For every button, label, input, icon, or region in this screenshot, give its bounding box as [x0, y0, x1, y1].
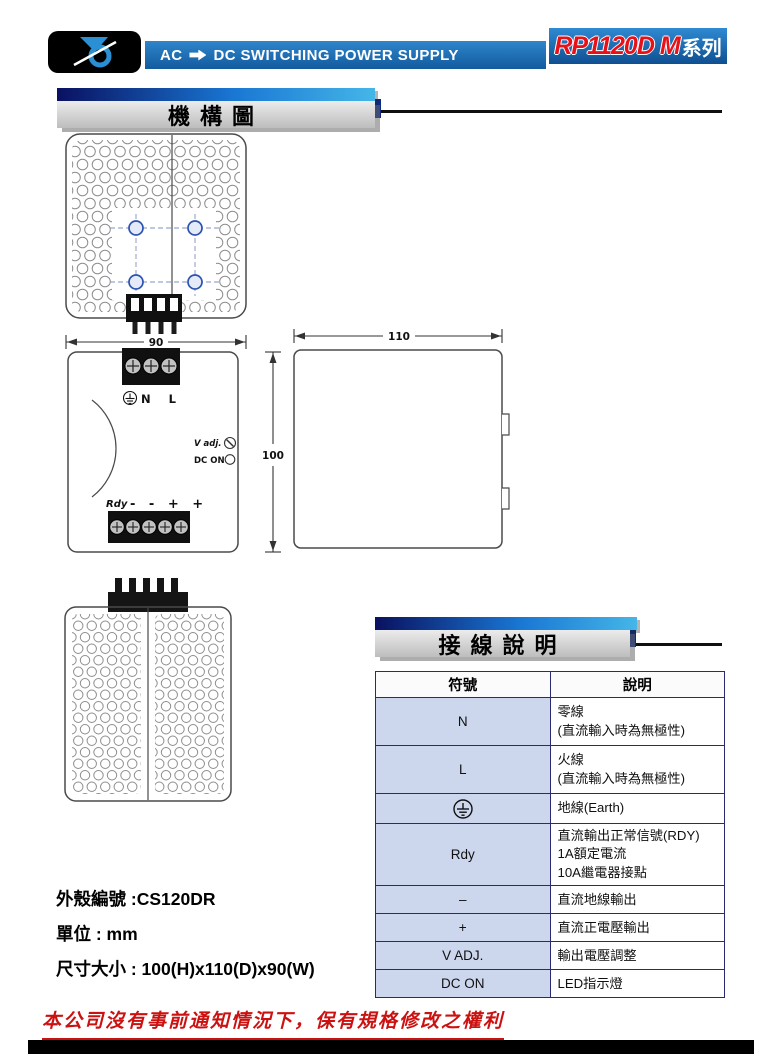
dcon-led-icon [224, 454, 236, 465]
description-cell: 火線 (直流輸入時為無極性) [549, 745, 725, 794]
unit-label: 單位 : mm [56, 924, 138, 944]
table-row-earth: 地線(Earth) [375, 793, 725, 824]
mounting-holes [128, 220, 203, 290]
table-row-l: L 火線 (直流輸入時為無極性) [375, 745, 725, 794]
width-dimension-label: 90 [149, 337, 164, 349]
top-view-drawing: 90 [65, 133, 247, 349]
symbol-cell: V ADJ. [375, 941, 551, 971]
company-logo [48, 31, 141, 73]
input-terminal-label: N L [141, 392, 183, 406]
depth-dimension-label: 110 [388, 331, 410, 343]
section-accent-bar [57, 88, 375, 101]
symbol-cell: + [375, 913, 551, 943]
wiring-table: 符號 說明 N 零線 (直流輸入時為無極性) L 火線 (直流輸入時為無極性) [375, 671, 725, 999]
height-dimension [265, 351, 281, 553]
dimensions-label: 尺寸大小 : 100(H)x110(D)x90(W) [56, 959, 315, 979]
vent-holes-left [72, 614, 141, 794]
bottom-view-drawing [64, 578, 232, 802]
vent-holes-right [155, 614, 224, 794]
divider-line [632, 643, 722, 646]
section-title-mechanism: 機構圖 [57, 101, 375, 129]
vadj-pot-icon [223, 436, 237, 450]
table-row-n: N 零線 (直流輸入時為無極性) [375, 697, 725, 746]
table-row-plus: + 直流正電壓輸出 [375, 913, 725, 943]
height-dimension-label: 100 [262, 450, 284, 462]
section-wiring-banner: 接線說明 [375, 617, 637, 658]
table-header-row: 符號 說明 [375, 671, 725, 698]
description-cell: 地線(Earth) [549, 793, 725, 824]
dcon-label: DC ON [194, 456, 225, 466]
symbol-cell: DC ON [375, 969, 551, 999]
column-header-description: 說明 [549, 671, 725, 698]
earth-icon [453, 798, 473, 819]
bottom-bar [28, 1040, 754, 1054]
table-row-rdy: Rdy 直流輸出正常信號(RDY) 1A額定電流 10A繼電器接點 [375, 822, 725, 887]
depth-dimension [293, 329, 503, 343]
table-row-vadj: V ADJ. 輸出電壓調整 [375, 941, 725, 971]
rdy-label: Rdy [106, 499, 128, 510]
internal-circle-outline [91, 399, 117, 498]
symbol-cell-earth [375, 793, 551, 824]
width-dimension [65, 335, 247, 349]
section-mechanism-banner: 機構圖 [57, 88, 381, 129]
symbol-cell: – [375, 885, 551, 915]
model-series-label: 系列 [681, 37, 722, 60]
earth-icon [122, 390, 138, 406]
input-terminal-block [122, 348, 180, 385]
model-number: RP1120D M [554, 31, 680, 60]
description-cell: 直流正電壓輸出 [549, 913, 725, 943]
right-arrow-icon [189, 49, 207, 61]
disclaimer-text: 本公司沒有事前通知情況下，保有規格修改之權利 [42, 1006, 505, 1040]
description-cell: LED指示燈 [549, 969, 725, 999]
description-cell: 輸出電壓調整 [549, 941, 725, 971]
table-row-minus: – 直流地線輸出 [375, 885, 725, 915]
terminal-connector [126, 294, 182, 334]
banner-text-right: DC SWITCHING POWER SUPPLY [213, 46, 459, 64]
symbol-cell: Rdy [375, 822, 551, 887]
front-view-drawing: N L V adj. DC ON Rdy - - + + [67, 348, 284, 553]
logo-d-icon [72, 37, 117, 68]
divider-line [374, 110, 722, 113]
side-view-drawing: 110 [293, 329, 510, 549]
table-row-dcon: DC ON LED指示燈 [375, 969, 725, 999]
header-banner: AC DC SWITCHING POWER SUPPLY [145, 41, 546, 69]
section-title-wiring: 接線說明 [375, 630, 630, 658]
description-cell: 直流輸出正常信號(RDY) 1A額定電流 10A繼電器接點 [549, 822, 725, 887]
bottom-case-outline [64, 606, 232, 802]
side-case-outline [293, 349, 503, 549]
description-cell: 零線 (直流輸入時為無極性) [549, 697, 725, 746]
model-badge: RP1120D M 系列 [549, 28, 727, 64]
din-rail-clips [502, 413, 510, 510]
section-accent-bar [375, 617, 637, 630]
polarity-labels: - - + + [130, 497, 208, 512]
banner-text-left: AC [160, 46, 183, 64]
column-header-symbol: 符號 [375, 671, 551, 698]
case-number: 外殼編號 :CS120DR [56, 889, 216, 909]
case-info: 外殼編號 :CS120DR 單位 : mm 尺寸大小 : 100(H)x110(… [56, 886, 315, 991]
symbol-cell: L [375, 745, 551, 794]
output-terminal-block [108, 511, 190, 543]
description-cell: 直流地線輸出 [549, 885, 725, 915]
symbol-cell: N [375, 697, 551, 746]
vadj-label: V adj. [194, 439, 222, 449]
